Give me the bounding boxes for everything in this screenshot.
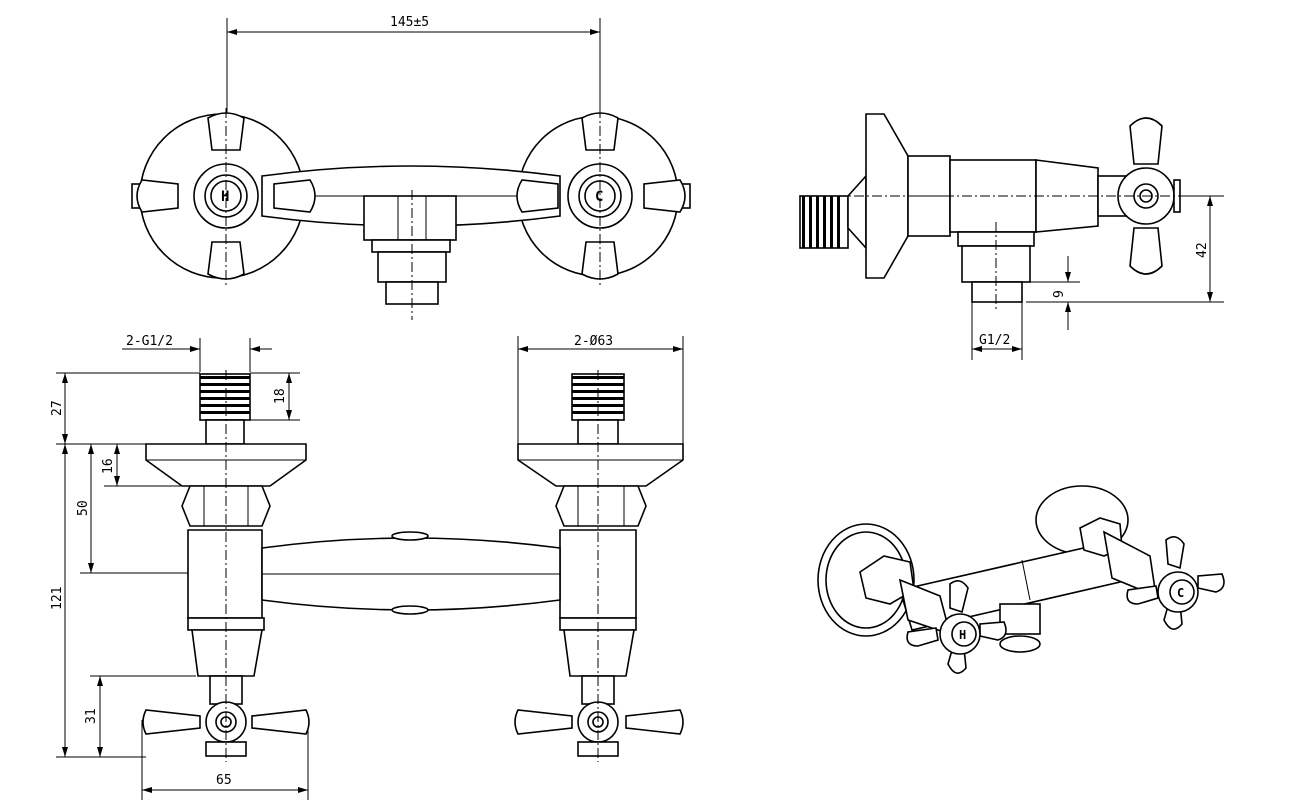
handle-side bbox=[1117, 117, 1181, 275]
dim-handle-height: 31 bbox=[84, 708, 99, 724]
isometric-view: H C bbox=[817, 485, 1225, 674]
cold-handle-front bbox=[514, 675, 684, 757]
hot-handle-front bbox=[142, 675, 310, 757]
dim-flange-to-nut: 16 bbox=[101, 458, 116, 474]
dim-flange-to-axis: 50 bbox=[76, 500, 91, 516]
iso-cold-label: C bbox=[1177, 586, 1184, 600]
dim-outlet-length: 9 bbox=[1052, 290, 1067, 298]
front-view: 2-G1/2 2-Ø63 2 bbox=[50, 334, 684, 800]
dim-inlet-thread: 2-G1/2 bbox=[126, 334, 173, 349]
hot-handle-top: H bbox=[136, 108, 316, 286]
iso-hot-label: H bbox=[959, 628, 966, 642]
side-thread-hatch bbox=[802, 196, 840, 248]
left-thread-hatch bbox=[200, 376, 250, 414]
hot-handle-iso: H bbox=[906, 580, 1007, 674]
dim-handle-width: 65 bbox=[216, 773, 232, 788]
dim-overall-depth: 121 bbox=[50, 587, 65, 610]
side-view: 42 9 G1/2 bbox=[799, 113, 1224, 360]
cold-handle-iso: C bbox=[1126, 536, 1225, 630]
dim-outlet-offset: 42 bbox=[1195, 242, 1210, 258]
cold-label: C bbox=[595, 189, 603, 205]
cold-handle-top: C bbox=[516, 108, 686, 286]
dim-thread-engagement: 18 bbox=[273, 388, 288, 404]
dim-thread-length: 27 bbox=[50, 400, 65, 416]
hot-label: H bbox=[221, 189, 229, 205]
dim-flange-diameter: 2-Ø63 bbox=[574, 334, 613, 349]
dim-outlet-thread: G1/2 bbox=[979, 333, 1010, 348]
top-view: 145±5 H bbox=[131, 15, 691, 320]
dim-centre-distance: 145±5 bbox=[390, 15, 429, 30]
